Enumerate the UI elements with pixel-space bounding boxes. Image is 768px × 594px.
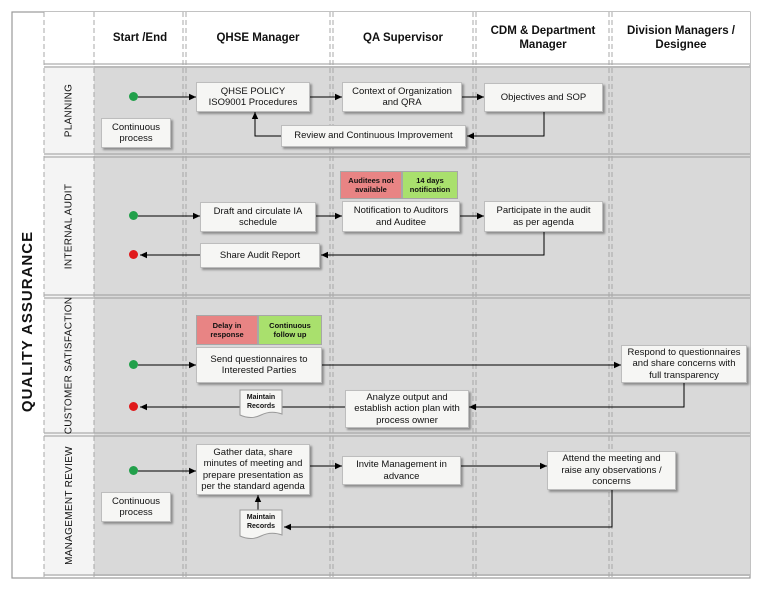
column-header-qhse-manager: QHSE Manager bbox=[188, 16, 328, 60]
process-box-continuous-review: Continuous process bbox=[101, 492, 171, 522]
process-box-continuous-planning: Continuous process bbox=[101, 118, 171, 148]
risk-tag-auditees-not-available: Auditees not available bbox=[340, 171, 402, 199]
control-tag-continuous-follow-up: Continuous follow up bbox=[258, 315, 322, 345]
arrow-review-to-policy bbox=[251, 112, 281, 137]
row-separators bbox=[44, 63, 750, 579]
column-header-label: CDM & Department Manager bbox=[490, 25, 596, 51]
process-box-share-audit-report: Share Audit Report bbox=[200, 243, 320, 268]
column-header-label: QHSE Manager bbox=[216, 32, 300, 44]
start-dot-customer-satisfaction bbox=[129, 360, 138, 369]
risk-tag-delay-in-response: Delay in response bbox=[196, 315, 258, 345]
process-box-respond-questionnaires: Respond to questionnaires and share conc… bbox=[621, 345, 747, 383]
column-header-cdm-department-manager: CDM & Department Manager bbox=[478, 16, 608, 60]
row-label-text: PLANNING bbox=[63, 83, 75, 138]
document-shape-cs bbox=[239, 389, 283, 418]
row-label-internal-audit: INTERNAL AUDIT bbox=[44, 157, 94, 295]
end-dot-customer-satisfaction bbox=[129, 402, 138, 411]
document-maintain-records-cs: Maintain Records bbox=[246, 394, 276, 410]
start-dot-management-review bbox=[129, 466, 138, 475]
row-label-customer-satisfaction: CUSTOMER SATISFACTION bbox=[44, 296, 94, 435]
process-box-attend-meeting: Attend the meeting and raise any observa… bbox=[547, 451, 676, 490]
start-dot-internal-audit bbox=[129, 211, 138, 220]
arrow-objectives-to-review bbox=[467, 112, 545, 140]
row-label-text: CUSTOMER SATISFACTION bbox=[63, 296, 75, 435]
process-box-notification: Notification to Auditors and Auditee bbox=[342, 201, 460, 232]
column-header-division-managers: Division Managers / Designee bbox=[614, 16, 748, 60]
row-label-text: INTERNAL AUDIT bbox=[63, 183, 75, 269]
column-header-label: Start /End bbox=[112, 32, 168, 44]
document-shape-mr bbox=[239, 509, 283, 539]
connectors bbox=[138, 93, 685, 531]
start-dot-planning bbox=[129, 92, 138, 101]
process-box-send-questionnaires: Send questionnaires to Interested Partie… bbox=[196, 347, 322, 383]
column-header-label: Division Managers / Designee bbox=[626, 25, 735, 51]
main-title: QUALITY ASSURANCE bbox=[12, 66, 44, 576]
document-maintain-records-mr: Maintain Records bbox=[246, 514, 276, 530]
column-header-label: QA Supervisor bbox=[362, 32, 444, 44]
process-box-analyze-output: Analyze output and establish action plan… bbox=[345, 390, 469, 428]
row-label-column-bg bbox=[44, 66, 94, 576]
column-separators bbox=[43, 12, 613, 578]
row-label-planning: PLANNING bbox=[44, 67, 94, 154]
control-tag-14-days-notification: 14 days notification bbox=[402, 171, 458, 199]
column-header-start-end: Start /End bbox=[100, 16, 180, 60]
arrow-attend-to-records bbox=[284, 490, 613, 531]
process-box-participate-audit: Participate in the audit as per agenda bbox=[484, 201, 603, 232]
process-box-objectives-sop: Objectives and SOP bbox=[484, 83, 603, 112]
arrow-participate-to-report bbox=[321, 232, 545, 259]
header-row-bg bbox=[44, 12, 750, 65]
row-label-text: MANAGEMENT REVIEW bbox=[63, 446, 75, 565]
process-box-invite-management: Invite Management in advance bbox=[342, 456, 461, 485]
process-box-qhse-policy: QHSE POLICY ISO9001 Procedures bbox=[196, 82, 310, 112]
row-label-management-review: MANAGEMENT REVIEW bbox=[44, 436, 94, 575]
arrow-respond-to-analyze bbox=[469, 383, 685, 411]
main-title-text: QUALITY ASSURANCE bbox=[19, 230, 37, 412]
process-box-context-organization: Context of Organization and QRA bbox=[342, 82, 462, 112]
process-box-gather-data: Gather data, share minutes of meeting an… bbox=[196, 444, 310, 495]
end-dot-internal-audit bbox=[129, 250, 138, 259]
process-box-review-improvement: Review and Continuous Improvement bbox=[281, 125, 466, 147]
process-box-draft-ia-schedule: Draft and circulate IA schedule bbox=[200, 202, 316, 232]
column-header-qa-supervisor: QA Supervisor bbox=[335, 16, 471, 60]
